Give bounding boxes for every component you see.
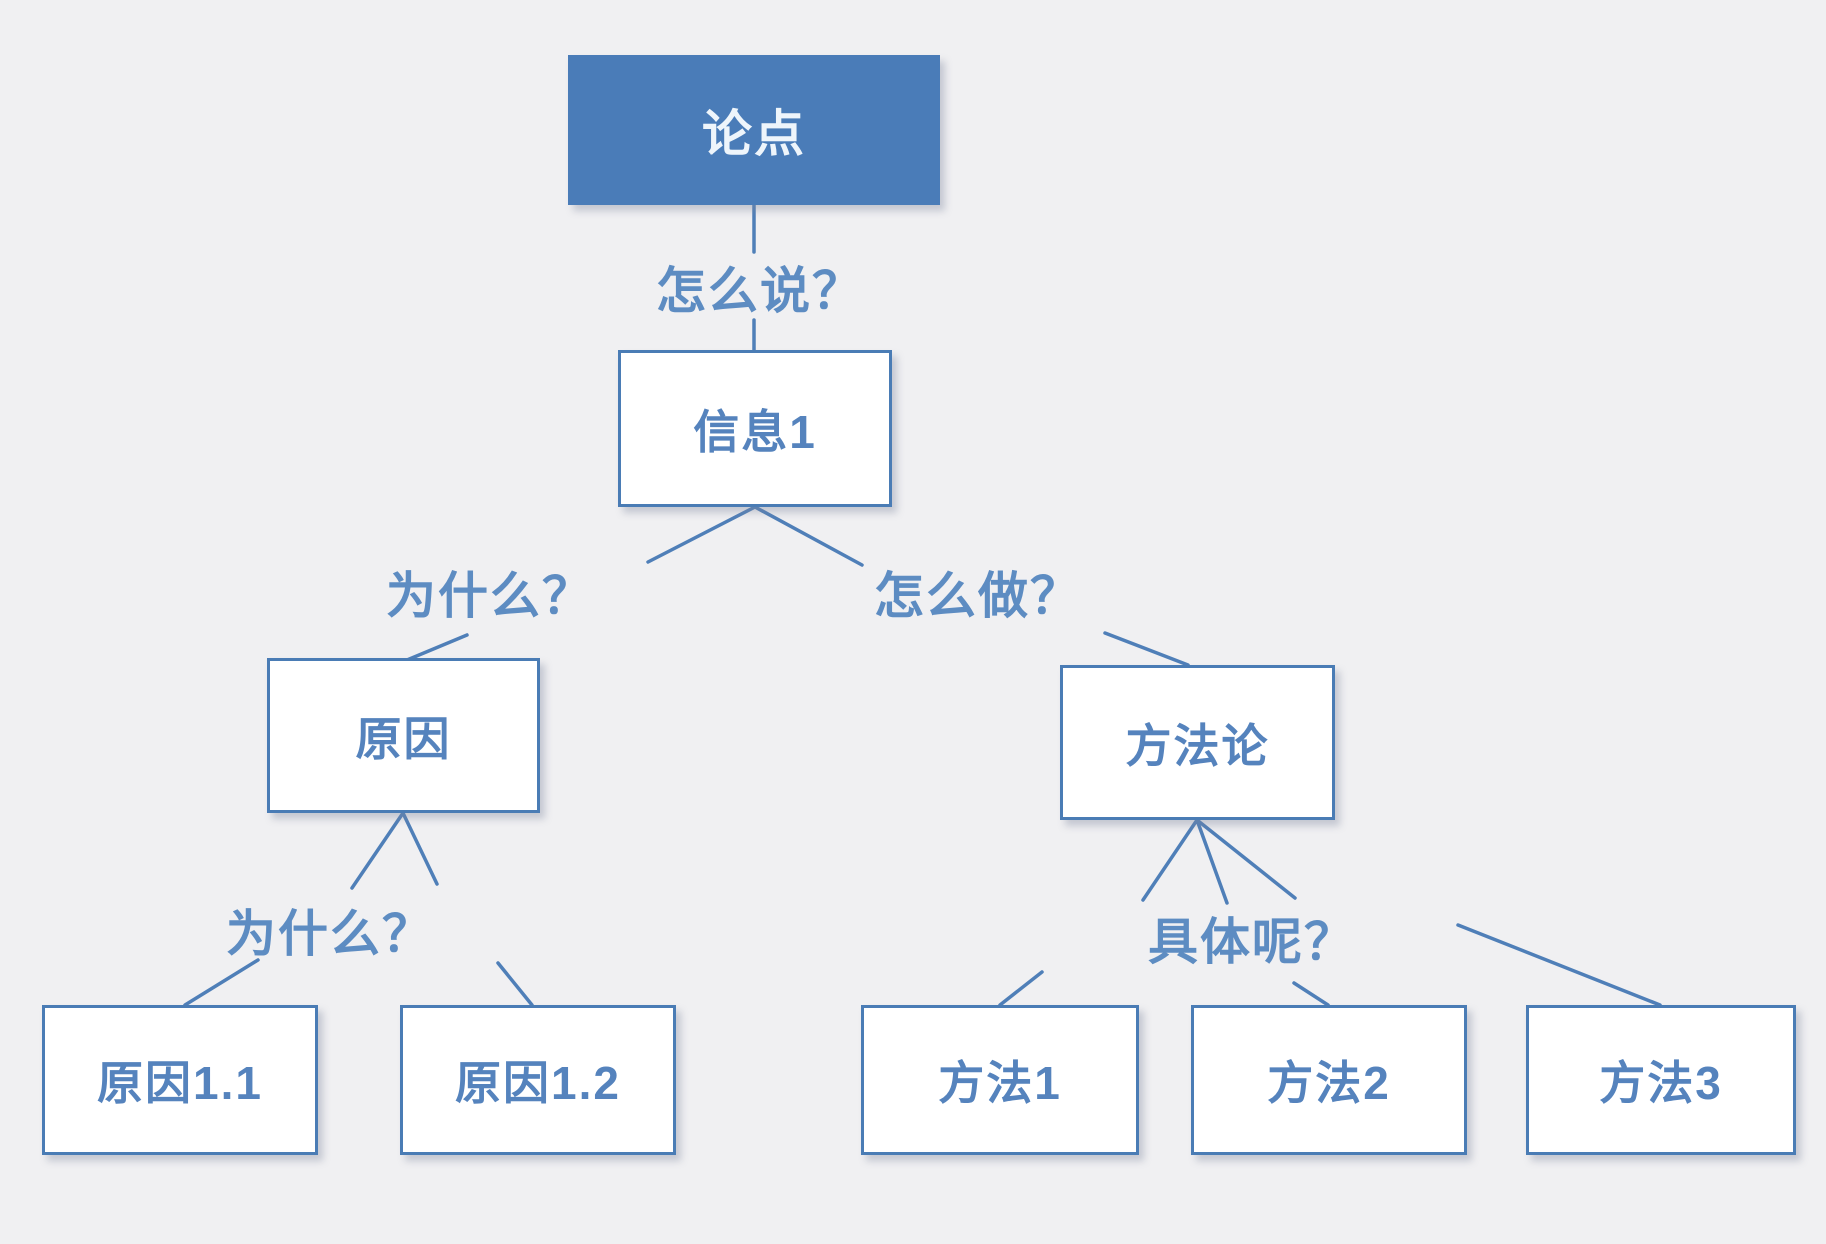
edge-info1-branch-right — [753, 505, 864, 567]
edge-label-how-to-do: 怎么做？ — [874, 568, 1082, 624]
edge-label-why-second: 为什么？ — [226, 906, 434, 962]
edge-methodology-caret-right — [1195, 818, 1297, 900]
node-reason: 原因 — [267, 658, 540, 813]
node-method-2: 方法2 — [1191, 1005, 1467, 1155]
edge-reason-caret-right — [401, 811, 439, 886]
node-thesis: 论点 — [568, 55, 940, 205]
edge-methodology-caret-left — [1141, 818, 1199, 902]
edge-why2-to-reason11 — [183, 958, 260, 1007]
edge-why2-to-reason12 — [496, 961, 534, 1007]
edge-label-why-first: 为什么？ — [386, 568, 594, 624]
edge-info1-branch-left — [646, 505, 757, 564]
node-reason-1-2: 原因1.2 — [400, 1005, 676, 1155]
edge-specifics-to-method3 — [1456, 923, 1662, 1007]
node-info1: 信息1 — [618, 350, 892, 507]
edge-specifics-to-method2 — [1292, 981, 1330, 1007]
edge-why1-to-reason — [405, 633, 469, 662]
node-reason-1-1: 原因1.1 — [42, 1005, 318, 1155]
edge-label-how-to-say: 怎么说？ — [656, 263, 864, 319]
edge-label-specifically: 具体呢？ — [1148, 914, 1356, 970]
node-method-1: 方法1 — [861, 1005, 1139, 1155]
node-method-3: 方法3 — [1526, 1005, 1796, 1155]
edge-reason-caret-left — [350, 811, 405, 890]
edge-specifics-to-method1 — [998, 970, 1044, 1007]
node-methodology: 方法论 — [1060, 665, 1335, 820]
edge-methodology-caret-mid — [1195, 818, 1229, 905]
edge-howdo-to-methodology — [1103, 631, 1190, 667]
